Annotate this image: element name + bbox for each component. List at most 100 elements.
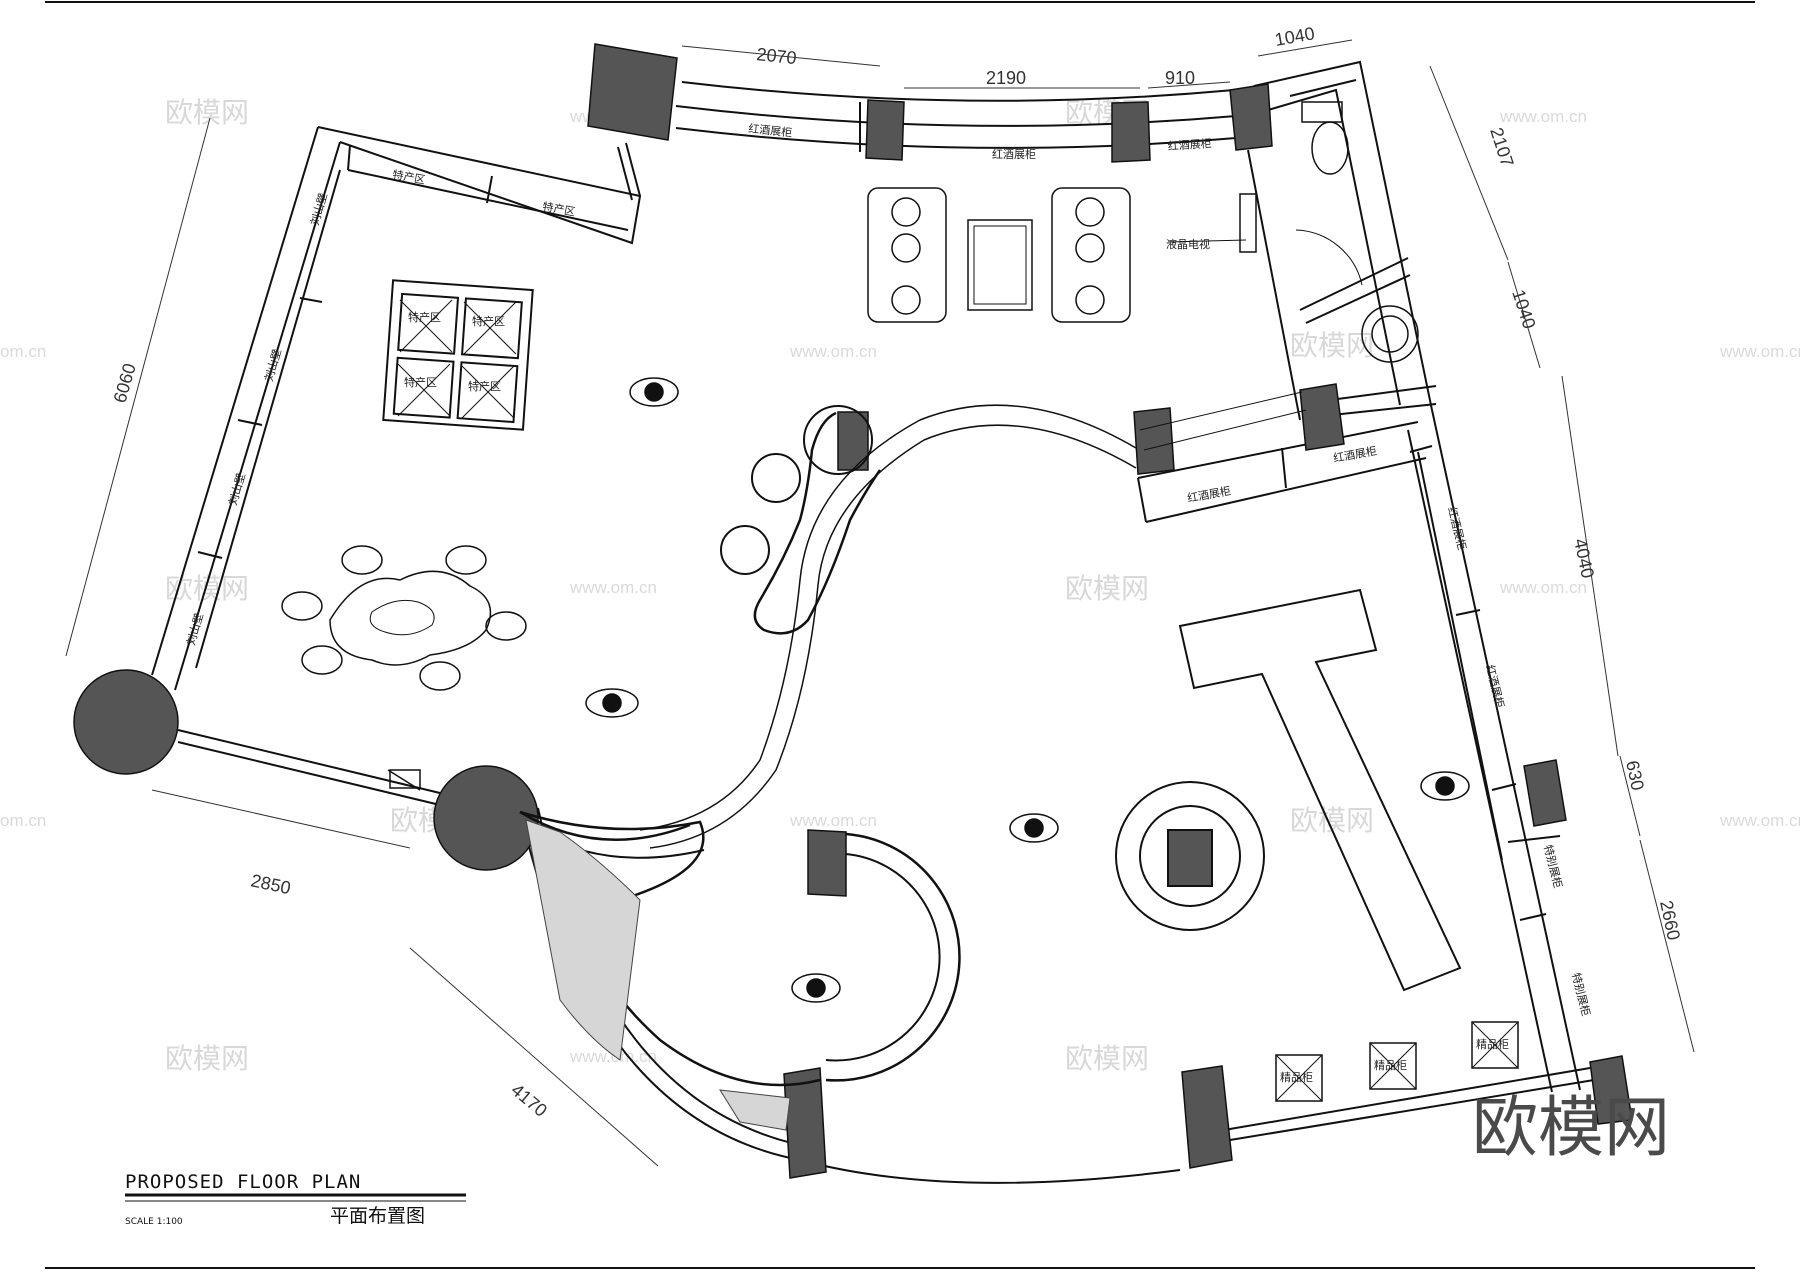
window-line: [617, 146, 633, 201]
door-swing: [1295, 229, 1363, 286]
bar-stool-ring: [803, 405, 873, 475]
reception-desk-upper: [519, 810, 691, 842]
specialty-zone-label: 特产区: [404, 375, 437, 389]
column: [1589, 1055, 1633, 1125]
watermark-brand: 欧模网: [165, 96, 249, 129]
l-counter: [1178, 588, 1462, 992]
specialty-display: [382, 279, 534, 431]
title-block: PROPOSED FLOOR PLAN SCALE 1:100 平面布置图: [125, 1171, 466, 1227]
left-wall-inner: [174, 141, 341, 691]
round-column: [73, 669, 179, 775]
person: [791, 973, 841, 1003]
cabinet-divider: [347, 144, 351, 171]
boutique-label: 精品柜: [1476, 1038, 1509, 1051]
corridor-outer: [639, 404, 1137, 831]
wall-cabinet-label: 特别展柜: [1569, 971, 1593, 1017]
sofa-set: [867, 187, 1131, 323]
corridor: [519, 404, 1137, 1131]
bar-stool: [751, 453, 801, 503]
wine-cabinet-label: 红酒展柜: [1483, 664, 1506, 710]
reception-desk-arc: [825, 832, 961, 1082]
cabinet-divider: [1519, 913, 1547, 921]
specialty-zone-label: 特产区: [408, 310, 441, 324]
wall-cabinet-label: 刘山壁: [183, 611, 206, 647]
watermark-brand: 欧模网: [1065, 572, 1149, 605]
round-table: [1115, 781, 1265, 931]
column: [1299, 383, 1345, 451]
wine-cabinet-label: 红酒展柜: [992, 148, 1036, 161]
specialty-zone-label: 特产区: [391, 167, 426, 187]
round-table-inner: [1139, 805, 1241, 907]
column: [865, 99, 905, 161]
wine-cabinet-label: 红酒展柜: [1186, 485, 1232, 505]
column: [1133, 407, 1175, 475]
column: [1523, 759, 1567, 827]
tv-unit: [1239, 193, 1257, 253]
people: [585, 377, 1470, 1003]
dimension-labels: 2070 2190 910 1040 2107 1040 4040 630 26…: [110, 23, 1684, 1121]
right-cabinet-line: [1417, 451, 1503, 861]
watermark-url: om.cn: [0, 342, 46, 361]
watermark-layer: 欧模网 欧模网 欧模网 欧模网 欧模网 欧模网 欧模网 欧模网 欧模网 www.…: [0, 96, 1800, 1075]
bottom-right-wall-inner: [1223, 1067, 1591, 1131]
specialty-zone-label: 特产区: [541, 199, 576, 219]
bar-counter: [753, 411, 882, 635]
cabinet-divider: [486, 175, 493, 204]
boutique-label: 精品柜: [1280, 1071, 1313, 1084]
wine-partition: [1137, 421, 1419, 479]
watermark-brand: 欧模网: [1065, 1042, 1149, 1075]
watermark-brand: 欧模网: [165, 1042, 249, 1075]
right-wall: [1431, 409, 1581, 1091]
dim-label: 630: [1622, 759, 1648, 793]
watermark-brand: 欧模网: [1290, 329, 1374, 362]
person: [629, 377, 679, 407]
plan-title-chinese: 平面布置图: [330, 1205, 425, 1227]
dim-label: 2850: [249, 870, 292, 898]
person: [1420, 771, 1470, 801]
watermark-url: om.cn: [0, 811, 46, 830]
window-line: [625, 142, 641, 197]
wall-cabinet-label: 刘山壁: [307, 191, 330, 227]
wall-segment: [1247, 149, 1301, 421]
cabinet-divider: [1137, 477, 1147, 523]
wine-cabinet-label: 红酒展柜: [748, 122, 793, 140]
hatch-area: [719, 1089, 791, 1131]
bottom-left-wall: [177, 729, 441, 794]
wall-segment: [1331, 403, 1437, 416]
bottom-right-wall: [1217, 1079, 1595, 1143]
walls: [151, 60, 1595, 1184]
tea-table-inner: [369, 599, 435, 636]
tv-leader: [1167, 239, 1247, 243]
wine-cabinet-label: 红酒展柜: [1445, 506, 1468, 552]
round-table-center: [1167, 829, 1213, 887]
furniture: [281, 101, 1519, 1102]
dim-label: 2070: [756, 44, 798, 68]
watermark-url: www.om.cn: [1499, 578, 1587, 597]
restroom-fixtures: [1301, 101, 1419, 363]
glass-line: [1143, 409, 1307, 451]
top-left-wall: [317, 126, 642, 245]
wine-cabinet-label: 红酒展柜: [1332, 445, 1378, 465]
dim-label: 1040: [1508, 287, 1539, 331]
plan-scale: SCALE 1:100: [125, 1217, 183, 1227]
wine-cabinet-label: 红酒展柜: [1167, 137, 1212, 153]
specialty-zone-label: 特产区: [468, 379, 501, 393]
cabinet-divider: [197, 551, 223, 559]
tea-stools: [281, 545, 527, 691]
right-upper-wall-inner: [1267, 88, 1401, 406]
tv-label: 液晶电视: [1166, 237, 1210, 251]
bar-stool: [720, 525, 770, 575]
dim-label: 2107: [1486, 125, 1517, 169]
watermark-url: www.om.cn: [1719, 342, 1800, 361]
wall-segment: [1329, 385, 1437, 401]
dim-label: 4040: [1570, 537, 1598, 580]
cabinet-divider: [1491, 783, 1517, 791]
cabinet-divider: [1507, 835, 1561, 843]
right-wall-inner: [1407, 429, 1553, 1093]
specialty-zone-label: 特产区: [472, 314, 505, 328]
hatch-area: [525, 819, 641, 1061]
column: [783, 1067, 827, 1179]
cabinet-divider: [299, 297, 323, 303]
top-cabinet-front: [675, 127, 1237, 149]
